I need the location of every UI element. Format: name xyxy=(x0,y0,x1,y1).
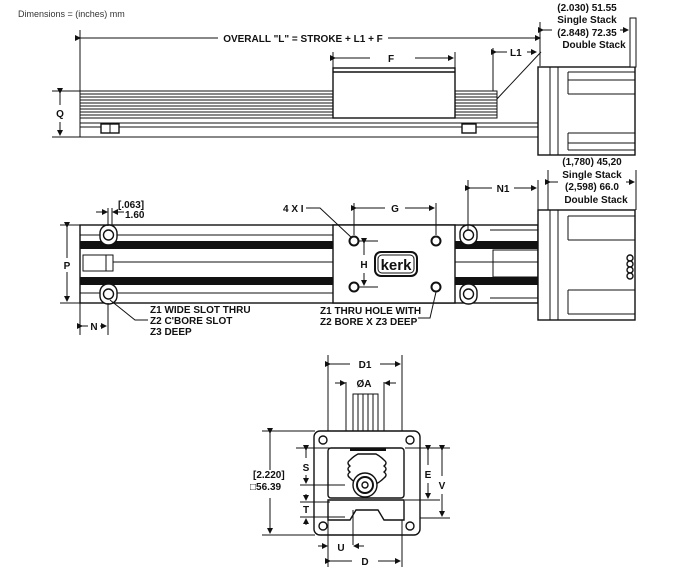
top-view: (1,780) 45,20 Single Stack (2,598) 66.0 … xyxy=(60,157,637,338)
motor-side xyxy=(537,66,636,156)
top-motor-dim-1: (1,780) 45,20 xyxy=(562,157,622,168)
slot-note-2: Z2 C'BORE SLOT xyxy=(150,316,232,327)
g-label: G xyxy=(391,204,399,215)
f-label: F xyxy=(388,54,394,65)
square-dim-in: [2.220] xyxy=(253,470,285,481)
q-label: Q xyxy=(56,109,64,120)
side-view: OVERALL "L" = STROKE + L1 + F F L1 Q xyxy=(52,3,637,156)
n1-label: N1 xyxy=(497,184,510,195)
top-motor-dim-4: Double Stack xyxy=(564,195,628,206)
hole-note-2: Z2 BORE X Z3 DEEP xyxy=(320,317,418,328)
square-dim-mm: □56.39 xyxy=(250,482,282,493)
side-motor-dim-1: (2.030) 51.55 xyxy=(557,3,617,14)
side-motor-dim-4: Double Stack xyxy=(562,40,626,51)
a-label: ØA xyxy=(357,379,372,390)
p-label: P xyxy=(64,261,71,272)
side-motor-dim-2: Single Stack xyxy=(557,15,617,26)
motor-top xyxy=(537,209,636,321)
u-label: U xyxy=(337,543,344,554)
units-note: Dimensions = (inches) mm xyxy=(18,9,125,19)
overall-length-label: OVERALL "L" = STROKE + L1 + F xyxy=(223,34,383,45)
h-label: H xyxy=(360,260,367,271)
l1-label: L1 xyxy=(510,48,522,59)
d-label: D xyxy=(361,557,368,567)
holes-label: 4 X I xyxy=(283,204,304,215)
s-label: S xyxy=(303,463,310,474)
end-view: D1 ØA [2.220] □56.39 S xyxy=(250,355,450,567)
hole-note-1: Z1 THRU HOLE WITH xyxy=(320,306,421,317)
top-motor-dim-2: Single Stack xyxy=(562,170,622,181)
e-label: E xyxy=(425,470,432,481)
top-motor-dim-3: (2,598) 66.0 xyxy=(565,182,619,193)
slot-width-in: [.063] xyxy=(118,200,144,211)
slot-note-1: Z1 WIDE SLOT THRU xyxy=(150,305,251,316)
slot-note-3: Z3 DEEP xyxy=(150,327,192,338)
v-label: V xyxy=(439,481,446,492)
t-label: T xyxy=(303,505,309,516)
logo-text: kerk xyxy=(381,257,413,274)
slot-width-mm: 1.60 xyxy=(125,210,145,221)
kerk-logo xyxy=(374,251,418,277)
carriage-side xyxy=(332,67,456,119)
side-motor-dim-3: (2.848) 72.35 xyxy=(557,28,617,39)
d1-label: D1 xyxy=(359,360,372,371)
n-label: N xyxy=(90,322,97,333)
